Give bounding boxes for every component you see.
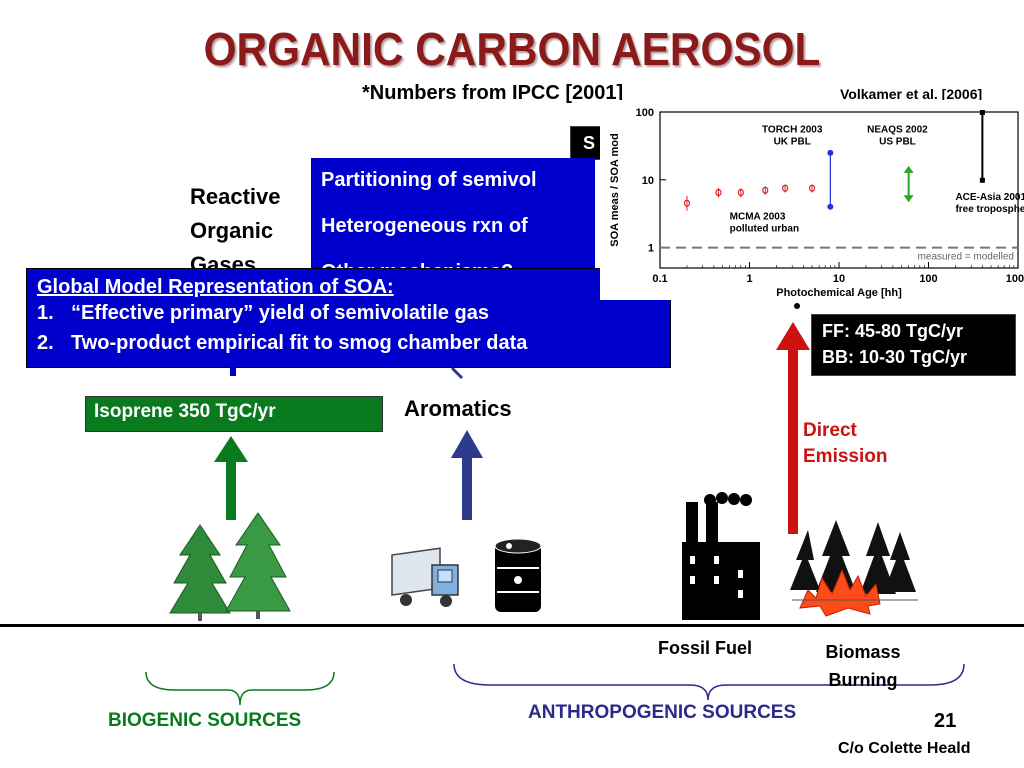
chart-annotation: UK PBL <box>774 136 811 147</box>
factory-icon <box>682 492 760 620</box>
ff-emission: FF: 45-80 TgC/yr <box>822 321 964 341</box>
anthropogenic-brace <box>453 663 965 701</box>
x-tick-label: 1000 <box>1006 273 1024 285</box>
global-model-item-2-num: 2. <box>37 332 54 354</box>
mcma-point <box>737 188 744 197</box>
chart-annotation: TORCH 2003 <box>762 124 823 135</box>
mcma-point <box>782 184 789 192</box>
y-tick-label: 100 <box>636 107 654 119</box>
global-model-item-2-text: Two-product empirical fit to smog chambe… <box>71 332 528 354</box>
reactive-label: Reactive <box>190 184 281 209</box>
x-axis-label: Photochemical Age [hh] <box>776 287 902 299</box>
biomass-word: Biomass <box>825 642 901 662</box>
chart-annotation: polluted urban <box>730 223 799 234</box>
chart-annotation: US PBL <box>879 136 916 147</box>
burning-word: Burning <box>828 670 898 690</box>
aromatics-label: Aromatics <box>404 396 512 421</box>
biomass-burning-label: Biomass Burning <box>800 638 926 694</box>
global-model-item-1-text: “Effective primary” yield of semivolatil… <box>71 302 489 324</box>
isoprene-box: Isoprene 350 TgC/yr <box>85 396 383 432</box>
x-tick-label: 1 <box>746 273 752 285</box>
biogenic-sources-label: BIOGENIC SOURCES <box>108 710 302 731</box>
mcma-point <box>808 184 816 192</box>
organic-label: Organic <box>190 218 274 243</box>
neaqs-arrow-down <box>903 195 914 203</box>
bb-emission: BB: 10-30 TgC/yr <box>822 347 968 367</box>
direct-word: Direct <box>803 420 857 441</box>
fire-icon <box>790 520 918 617</box>
page-number: 21 <box>934 710 957 732</box>
green-arrow <box>214 436 248 520</box>
mcma-point <box>762 186 769 194</box>
arrow-fragment-2 <box>450 366 464 380</box>
mcma-point <box>715 188 722 197</box>
mcma-point <box>683 199 691 207</box>
x-tick-label: 10 <box>833 273 845 285</box>
ipcc-note: *Numbers from IPCC [2001] <box>362 82 624 104</box>
partition-item-partitioning[interactable]: Partitioning of semivol <box>321 169 537 191</box>
slide-title: ORGANIC CARBON AEROSOL <box>203 23 821 75</box>
reference-line-label: measured = modelled <box>918 252 1014 263</box>
red-arrow <box>776 322 810 534</box>
direct-emission-label: Direct Emission <box>803 418 887 470</box>
x-tick-label: 100 <box>919 273 937 285</box>
soa-ratio-chart: 0.1 1 10 100 1000 1 10 100 measured = modelledPh… <box>600 100 1024 300</box>
anthropogenic-sources-label: ANTHROPOGENIC SOURCES <box>528 702 797 723</box>
tree-icon <box>169 512 291 621</box>
chart-annotation: MCMA 2003 <box>730 211 786 222</box>
fossil-fuel-label: Fossil Fuel <box>658 638 753 658</box>
global-model-heading: Global Model Representation of SOA: <box>37 276 394 298</box>
chart-annotation: ACE-Asia 2001 <box>955 192 1024 203</box>
emission-word: Emission <box>803 446 888 467</box>
reactive-organic-gases: Reactive Organic Gases <box>190 180 315 268</box>
global-model-item-2: 2. Two-product empirical fit to smog cham… <box>37 328 660 358</box>
navy-arrow <box>451 430 483 520</box>
neaqs-arrow-up <box>903 165 914 173</box>
ace-asia-top-marker <box>979 110 985 115</box>
citation: Volkamer et al. [2006] <box>840 86 983 102</box>
soa-box-label: S <box>583 133 596 153</box>
global-model-item-1: 1. “Effective primary” yield of semivolat… <box>37 298 660 328</box>
global-model-item-1-num: 1. <box>37 302 54 324</box>
chart-annotation: NEAQS 2002 <box>867 124 928 135</box>
x-tick-label: 0.1 <box>652 273 667 285</box>
torch-point <box>827 149 834 156</box>
oil-barrel-icon <box>494 538 542 612</box>
isoprene-label: Isoprene 350 TgC/yr <box>94 401 276 422</box>
credit-label: C/o Colette Heald <box>838 740 971 757</box>
global-model-box: Global Model Representation of SOA: 1. “E… <box>26 268 671 368</box>
ground-line <box>0 624 1024 627</box>
arrow-fragment <box>230 366 236 376</box>
y-axis-label: SOA meas / SOA mod <box>609 133 621 247</box>
ace-asia-bottom-marker <box>979 177 985 183</box>
y-tick-label: 10 <box>642 175 654 187</box>
truck-icon <box>391 547 459 607</box>
torch-point <box>827 203 834 210</box>
chart-annotation: free troposphere <box>955 204 1024 215</box>
direct-emission-box: FF: 45-80 TgC/yr BB: 10-30 TgC/yr <box>811 314 1016 376</box>
partition-item-heterogeneous[interactable]: Heterogeneous rxn of <box>321 215 528 237</box>
arrow-fragment-3 <box>794 303 800 309</box>
gases-label: Gases <box>190 252 257 268</box>
y-tick-label: 1 <box>648 243 654 255</box>
biogenic-brace <box>145 671 335 706</box>
